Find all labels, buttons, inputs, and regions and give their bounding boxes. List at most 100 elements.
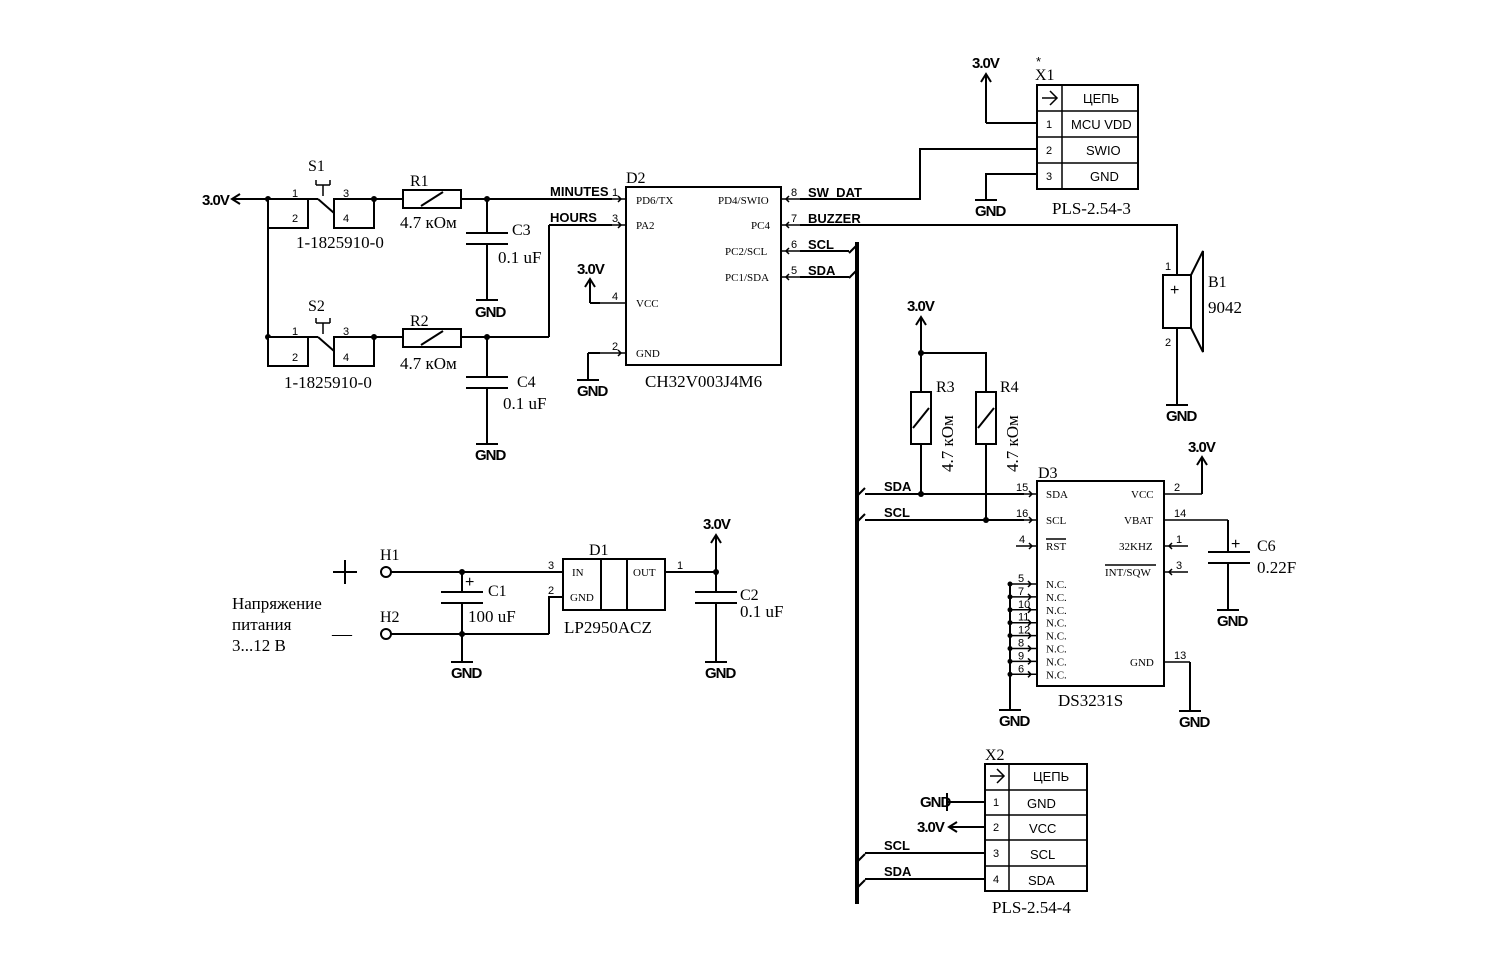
nc-pin-number: 9 xyxy=(1018,650,1024,662)
svg-text:C1: C1 xyxy=(488,583,507,600)
svg-text:3: 3 xyxy=(993,848,999,860)
nc-pin-number: 8 xyxy=(1018,638,1024,650)
svg-text:4.7 кОм: 4.7 кОм xyxy=(400,354,457,373)
svg-text:15: 15 xyxy=(1016,482,1028,494)
svg-text:SDA: SDA xyxy=(808,263,836,278)
svg-text:0.1 uF: 0.1 uF xyxy=(503,394,546,413)
svg-text:1-1825910-0: 1-1825910-0 xyxy=(284,373,372,392)
capacitor-c6: + GND C6 0.22F xyxy=(1208,520,1296,630)
svg-text:4: 4 xyxy=(343,352,349,364)
nc-pin-number: 10 xyxy=(1018,599,1030,611)
svg-text:SCL: SCL xyxy=(884,838,910,853)
svg-text:GND: GND xyxy=(1166,408,1198,425)
svg-text:3: 3 xyxy=(343,326,349,338)
nc-pin-label: N.C. xyxy=(1046,669,1067,681)
nc-pin-arrow xyxy=(1027,657,1033,665)
svg-text:SDA: SDA xyxy=(1028,873,1055,888)
svg-text:3.0V: 3.0V xyxy=(907,298,935,315)
svg-text:GND: GND xyxy=(475,304,507,321)
svg-text:SDA: SDA xyxy=(884,479,912,494)
s1-body-left xyxy=(267,198,309,229)
power-input: — H1 H2 Напряжение питания 3...12 В 3 2 … xyxy=(232,547,563,682)
svg-text:H2: H2 xyxy=(380,609,400,626)
nc-pin-arrow xyxy=(1027,632,1033,640)
svg-text:VCC: VCC xyxy=(1029,821,1056,836)
nc-pin-number: 6 xyxy=(1018,663,1024,675)
svg-text:+: + xyxy=(465,574,474,591)
nc-pin-arrow xyxy=(1027,593,1033,601)
d3-bus-taps: SDA SCL xyxy=(865,479,1024,521)
svg-text:DS3231S: DS3231S xyxy=(1058,691,1123,710)
svg-text:0.22F: 0.22F xyxy=(1257,558,1296,577)
svg-text:S2: S2 xyxy=(308,298,325,315)
d3-power: 3.0V GND xyxy=(1179,439,1217,731)
svg-text:R2: R2 xyxy=(410,313,429,330)
connector-x1: 3.0V GND * X1 ЦЕПЬ 1 MCU VDD 2 SWIO 3 GN… xyxy=(972,54,1139,220)
svg-text:Напряжение: Напряжение xyxy=(232,594,322,613)
svg-text:3.0V: 3.0V xyxy=(202,192,230,209)
switch-s2: S2 1 2 3 4 1-1825910-0 xyxy=(267,298,377,392)
svg-text:D3: D3 xyxy=(1038,465,1058,482)
svg-text:4: 4 xyxy=(993,874,999,886)
svg-text:B1: B1 xyxy=(1208,274,1227,291)
svg-text:3: 3 xyxy=(612,213,618,225)
svg-text:VBAT: VBAT xyxy=(1124,515,1153,527)
regulator-d1: D1 IN GND OUT LP2950ACZ 1 xyxy=(562,542,719,637)
svg-text:SDA: SDA xyxy=(884,864,912,879)
svg-text:GND: GND xyxy=(1090,169,1119,184)
nc-pin-label: N.C. xyxy=(1046,605,1067,617)
svg-text:GND: GND xyxy=(1130,657,1154,669)
svg-text:4.7 кОм: 4.7 кОм xyxy=(938,415,957,472)
svg-text:*: * xyxy=(1036,54,1041,69)
svg-text:1: 1 xyxy=(612,187,618,199)
capacitor-c3: C3 0.1 uF GND xyxy=(466,199,541,321)
svg-text:GND: GND xyxy=(975,203,1007,220)
svg-text:OUT: OUT xyxy=(633,567,656,579)
svg-text:1: 1 xyxy=(1176,534,1182,546)
nc-pin-label: N.C. xyxy=(1046,631,1067,643)
nc-pin-arrow xyxy=(1027,670,1033,678)
svg-text:2: 2 xyxy=(612,341,618,353)
svg-text:GND: GND xyxy=(705,665,737,682)
svg-text:4.7 кОм: 4.7 кОм xyxy=(1003,415,1022,472)
nc-pin-number: 5 xyxy=(1018,573,1024,585)
svg-text:R3: R3 xyxy=(936,379,955,396)
resistor-r1: R1 4.7 кОм MINUTES xyxy=(374,173,612,232)
svg-text:1: 1 xyxy=(292,188,298,200)
svg-text:1: 1 xyxy=(993,797,999,809)
svg-text:2: 2 xyxy=(1174,482,1180,494)
buzzer-b1: + 1 2 B1 9042 GND xyxy=(1162,250,1242,425)
mcu-d2: D2 1 PD6/TX 3 PA2 4 VCC 2 GND 8 PD4/SWIO… xyxy=(600,170,800,391)
connector-x2: X2 ЦЕПЬ 1 GND 2 VCC 3 SCL 4 SDA PLS-2.54… xyxy=(865,747,1088,917)
h2-terminal xyxy=(380,628,392,640)
svg-text:R1: R1 xyxy=(410,173,429,190)
svg-text:4.7 кОм: 4.7 кОм xyxy=(400,213,457,232)
svg-text:SCL: SCL xyxy=(808,237,834,252)
nc-junction xyxy=(1007,671,1013,677)
d2-power: 3.0V GND xyxy=(577,261,610,400)
nc-pin-number: 12 xyxy=(1018,625,1030,637)
nc-pin-arrow xyxy=(1027,606,1033,614)
nc-junction xyxy=(1007,594,1013,600)
nc-pin-label: N.C. xyxy=(1046,592,1067,604)
svg-text:2: 2 xyxy=(292,352,298,364)
resistor-r2: R2 4.7 кОм HOURS xyxy=(374,210,612,373)
svg-text:SCL: SCL xyxy=(1046,515,1066,527)
svg-text:INT/SQW: INT/SQW xyxy=(1105,567,1151,579)
nc-pin-arrow xyxy=(1027,644,1033,653)
svg-text:R4: R4 xyxy=(1000,379,1019,396)
svg-text:PD6/TX: PD6/TX xyxy=(636,195,673,207)
svg-text:D2: D2 xyxy=(626,170,646,187)
svg-text:6: 6 xyxy=(791,239,797,251)
nc-junction xyxy=(1007,646,1013,651)
svg-text:1: 1 xyxy=(1165,261,1171,273)
svg-text:SCL: SCL xyxy=(1030,847,1055,862)
svg-text:32KHZ: 32KHZ xyxy=(1119,541,1153,553)
svg-text:5: 5 xyxy=(791,265,797,277)
capacitor-c2: 3.0V C2 0.1 uF GND xyxy=(695,516,783,682)
svg-text:3.0V: 3.0V xyxy=(1188,439,1216,456)
svg-text:14: 14 xyxy=(1174,508,1186,520)
svg-text:2: 2 xyxy=(1046,145,1052,157)
